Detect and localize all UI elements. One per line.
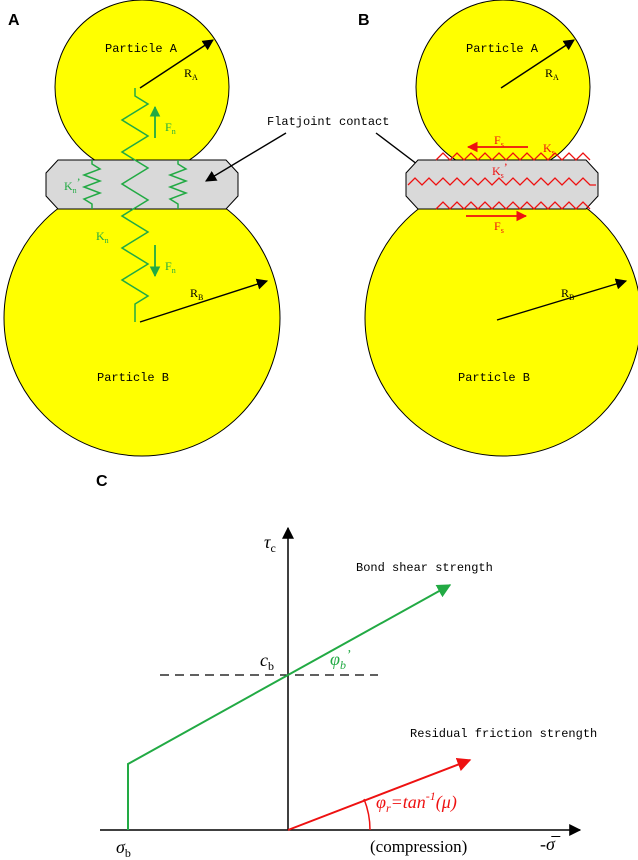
residual-friction-label: Residual friction strength bbox=[410, 727, 597, 741]
flatjoint-contact-body bbox=[45, 159, 239, 210]
radius-b-label: RB bbox=[190, 286, 203, 302]
particle-b-label: Particle B bbox=[97, 371, 169, 385]
panel-c: C τc Bond shear strength cb φb’ Residual… bbox=[96, 473, 597, 860]
panel-a: A Particle A Particle B RA RB Fn Fn Kn’ … bbox=[3, 0, 281, 457]
stiffness-ks-label: Ks bbox=[543, 141, 555, 157]
y-axis-label: τc bbox=[264, 532, 276, 555]
radius-a-label-b: RA bbox=[545, 66, 559, 82]
particle-a-label-b: Particle A bbox=[466, 42, 539, 56]
compression-label: (compression) bbox=[370, 837, 467, 856]
bond-envelope-arrow bbox=[287, 584, 452, 676]
panel-b: B Particle A Particle B RA RB Fs Fs Ks K… bbox=[358, 0, 638, 457]
flatjoint-contact-label: Flatjoint contact bbox=[267, 115, 389, 129]
shear-spring-top bbox=[435, 152, 591, 161]
shear-spring-middle bbox=[407, 177, 596, 186]
flatjoint-callout: Flatjoint contact bbox=[205, 115, 439, 182]
radius-a-label: RA bbox=[184, 66, 198, 82]
flatjoint-contact-body-b bbox=[405, 159, 599, 210]
callout-arrow-left bbox=[205, 132, 287, 182]
phi-r-label: φr=tan-1(μ) bbox=[376, 789, 457, 815]
panel-b-letter: B bbox=[358, 12, 370, 29]
x-axis-label: -σ̅ bbox=[540, 834, 561, 854]
cohesion-label: cb bbox=[260, 650, 274, 673]
radius-b-label-b: RB bbox=[561, 286, 574, 302]
force-fs-upper-label: Fs bbox=[494, 133, 504, 149]
panel-c-letter: C bbox=[96, 473, 108, 490]
shear-spring-bottom bbox=[435, 201, 591, 210]
stiffness-kn-label: Kn bbox=[96, 229, 109, 245]
particle-a-label: Particle A bbox=[105, 42, 178, 56]
phi-r-arc bbox=[363, 798, 371, 831]
panel-a-letter: A bbox=[8, 12, 20, 29]
particle-b-label-b: Particle B bbox=[458, 371, 530, 385]
radius-a-arrow-b bbox=[500, 39, 575, 89]
bond-shear-label: Bond shear strength bbox=[356, 561, 493, 575]
normal-spring-left bbox=[81, 160, 103, 209]
sigma-b-label: σb bbox=[116, 837, 131, 860]
normal-spring bbox=[120, 88, 150, 322]
radius-b-arrow bbox=[139, 278, 269, 323]
radius-a-arrow bbox=[139, 39, 214, 89]
stiffness-ks-prime-label: Ks’ bbox=[492, 160, 508, 180]
force-fn-upper-label: Fn bbox=[165, 120, 176, 136]
particle-b-circle bbox=[3, 179, 281, 457]
phi-b-label: φb’ bbox=[330, 648, 351, 672]
residual-friction-line bbox=[287, 757, 472, 831]
force-fn-lower-label: Fn bbox=[165, 259, 176, 275]
bond-envelope-lower bbox=[127, 674, 289, 830]
stiffness-kn-prime-label: Kn’ bbox=[64, 175, 81, 195]
normal-spring-right bbox=[167, 160, 189, 209]
force-fs-lower-label: Fs bbox=[494, 219, 504, 235]
radius-b-arrow-b bbox=[496, 278, 628, 321]
